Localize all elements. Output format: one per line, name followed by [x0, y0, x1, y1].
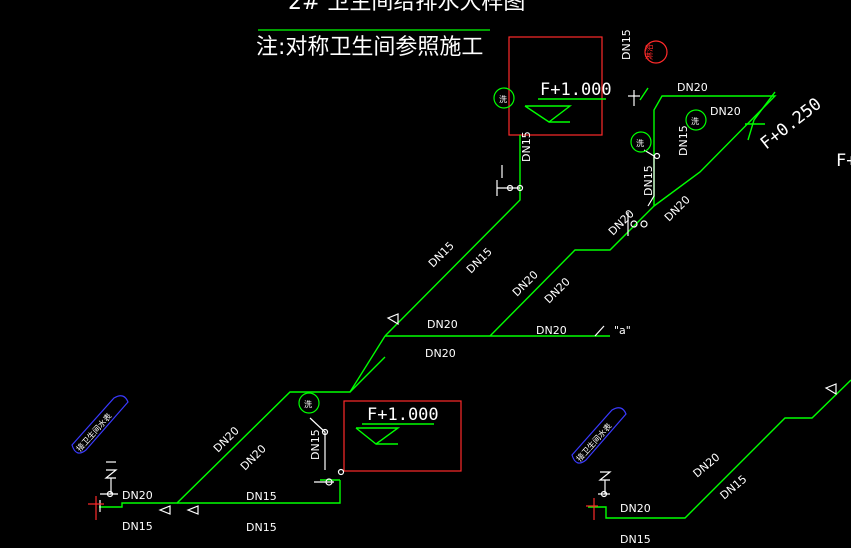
right-bottom-valve-group: [586, 383, 837, 520]
right-bottom-pipe: [588, 379, 851, 519]
label-diag-dn20-a: DN20: [510, 268, 541, 299]
label-diag-dn15-b: DN15: [464, 245, 495, 276]
label-bot-dn20: DN20: [122, 489, 153, 502]
label-r-dn20-a: DN20: [620, 502, 651, 515]
label-dn15-riser: DN15: [677, 125, 690, 156]
lower-left-valve-group: [88, 461, 118, 520]
label-low-dn20-b: DN20: [238, 442, 269, 473]
svg-text:洗: 洗: [304, 399, 312, 409]
label-bot-dn15-a: DN15: [246, 490, 277, 503]
label-low-dn15-riser: DN15: [309, 429, 322, 460]
elevation-right-edge: F+: [836, 151, 851, 171]
label-h-dn20-c: DN20: [425, 347, 456, 360]
stub-label: "a": [614, 324, 631, 337]
svg-text:洗: 洗: [691, 116, 699, 126]
upper-fixture-valve-group: [496, 165, 524, 196]
check-valve-3: [386, 313, 399, 326]
label-r-dn20-b: DN20: [691, 451, 723, 481]
fixture-symbol-2: 洗: [630, 131, 652, 153]
fixture-box-lower: [343, 400, 462, 472]
label-dn20-top: DN20: [677, 81, 708, 94]
label-bot-dn15-b: DN15: [122, 520, 153, 533]
svg-text:洗: 洗: [636, 138, 644, 148]
label-dn15-vertical: DN15: [620, 29, 633, 60]
meter-tag-left: 接卫生间水表: [71, 395, 129, 454]
fixture-symbol-3: 洗: [685, 109, 707, 131]
svg-text:洗: 洗: [499, 94, 507, 104]
upper-right-loop-pipe: [653, 95, 777, 207]
label-dn20-b: DN20: [662, 193, 693, 224]
svg-text:接卫生间水表: 接卫生间水表: [574, 421, 614, 463]
right-branch-pipe: [489, 150, 655, 337]
label-dn15-box: DN15: [520, 131, 533, 162]
elevation-upper: F+1.000: [540, 80, 612, 100]
elevation-lower: F+1.000: [367, 405, 439, 425]
lower-fixture-valve-group: [309, 417, 345, 486]
meter-tag-right: 接卫生间水表: [571, 407, 627, 464]
elevation-right-marker: [747, 91, 776, 141]
svg-text:接卫生间水表: 接卫生间水表: [74, 411, 114, 453]
label-dn15-mid: DN15: [642, 165, 655, 196]
svg-text:淋浴: 淋浴: [644, 44, 654, 60]
upper-diagonal-pipe: [384, 190, 521, 337]
label-dn20-box: DN20: [710, 105, 741, 118]
label-h-dn20-a: DN20: [427, 318, 458, 331]
shower-symbol: 淋浴: [644, 40, 668, 64]
label-dn20-a: DN20: [606, 207, 637, 238]
label-diag-dn20-b: DN20: [542, 275, 573, 306]
lower-branch-pipe: [177, 480, 341, 504]
drawing-note: 注:对称卫生间参照施工: [256, 35, 483, 60]
main-supply-pipe: [99, 356, 386, 508]
label-diag-dn15-a: DN15: [426, 239, 457, 270]
drawing-title: 2# 卫生间给排水大样图: [288, 0, 525, 15]
right-fixture-valve-group: [627, 90, 661, 236]
elevation-upper-marker: [524, 105, 573, 123]
fixture-symbol-1: 洗: [493, 87, 515, 109]
elevation-lower-marker: [355, 427, 401, 445]
label-bot-dn15-c: DN15: [246, 521, 277, 534]
label-r-dn15-a: DN15: [620, 533, 651, 546]
label-r-dn15-b: DN15: [718, 473, 750, 503]
label-low-dn20-a: DN20: [211, 424, 242, 455]
check-valve-2: [186, 505, 199, 515]
label-h-dn20-b: DN20: [536, 324, 567, 337]
fixture-box-upper: [508, 36, 603, 136]
fixture-symbol-4: 洗: [298, 392, 320, 414]
check-valve-1: [158, 505, 171, 515]
